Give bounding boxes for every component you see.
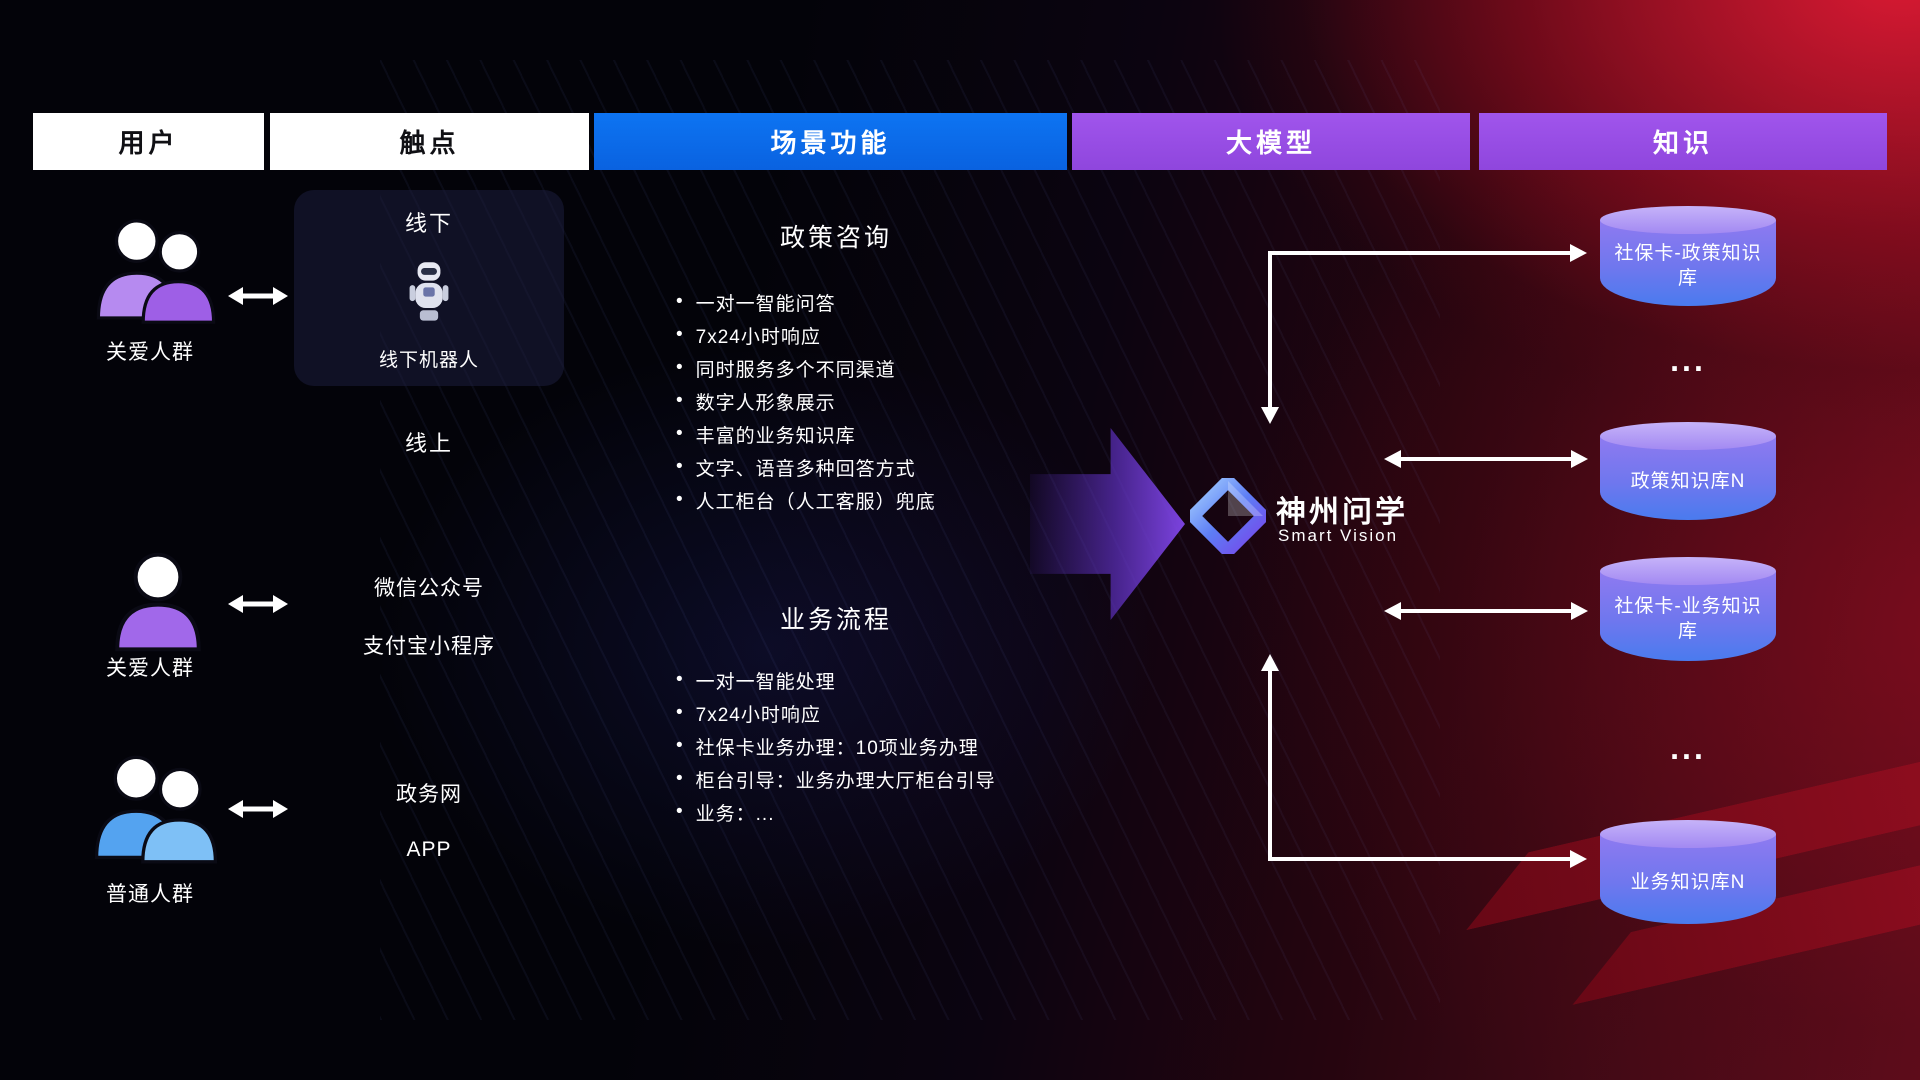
logo-gem-icon (1190, 478, 1266, 554)
bullet-item: 人工柜台（人工客服）兜底 (676, 488, 936, 513)
ellipsis-label: ... (1670, 342, 1706, 378)
user-group-label: 关爱人群 (106, 657, 194, 680)
connector-line (1268, 253, 1272, 410)
kb-label: 政策知识库N (1600, 436, 1776, 520)
connector-line (1268, 251, 1570, 255)
bullet-item: 7x24小时响应 (676, 323, 936, 348)
arrowhead-left (1384, 450, 1401, 468)
arrowhead-right (1571, 450, 1588, 468)
bullet-item: 丰富的业务知识库 (676, 422, 936, 447)
arrowhead-down (1261, 407, 1279, 424)
touchpoint-item: 微信公众号 (374, 577, 484, 600)
cylinder-top (1600, 422, 1776, 450)
business-bullet-list: 一对一智能处理 7x24小时响应 社保卡业务办理：10项业务办理 柜台引导：业务… (676, 668, 996, 825)
scenario-title-business: 业务流程 (779, 606, 892, 634)
cylinder-top (1600, 820, 1776, 848)
two-way-arrow-icon (228, 287, 288, 305)
ellipsis-label: ... (1670, 730, 1706, 766)
touchpoint-item: 政务网 (396, 783, 462, 806)
policy-bullet-list: 一对一智能问答 7x24小时响应 同时服务多个不同渠道 数字人形象展示 丰富的业… (676, 290, 936, 513)
robot-icon (409, 261, 449, 321)
connector-line (1268, 671, 1272, 859)
kb-label: 社保卡-业务知识库 (1600, 571, 1776, 661)
kb-cylinder: 业务知识库N (1600, 820, 1776, 924)
scenario-title-policy: 政策咨询 (779, 224, 892, 252)
bullet-item: 文字、语音多种回答方式 (676, 455, 936, 480)
connector-line (1401, 609, 1571, 613)
two-way-arrow-icon (228, 800, 288, 818)
care-person-icon (115, 552, 201, 652)
online-title: 线上 (404, 431, 453, 456)
connector-line (1268, 857, 1570, 861)
cylinder-top (1600, 557, 1776, 585)
column-header-touchpoints: 触点 (270, 113, 589, 170)
offline-title: 线下 (404, 211, 453, 236)
column-header-scenarios: 场景功能 (594, 113, 1067, 170)
arrowhead-up (1261, 654, 1279, 671)
model-subtitle: Smart Vision (1278, 526, 1399, 545)
offline-touchpoint-card: 线下 线下机器人 (294, 190, 564, 386)
connector-line (1401, 457, 1571, 461)
general-group-icon (94, 755, 218, 864)
flow-arrow (1030, 428, 1185, 620)
kb-label: 社保卡-政策知识库 (1600, 220, 1776, 306)
column-header-knowledge: 知识 (1479, 113, 1887, 170)
arrowhead-right (1570, 244, 1587, 262)
kb-cylinder: 政策知识库N (1600, 422, 1776, 520)
kb-label: 业务知识库N (1600, 834, 1776, 924)
two-way-arrow-icon (228, 595, 288, 613)
care-group-icon (96, 219, 216, 324)
arrowhead-right (1571, 602, 1588, 620)
touchpoint-item: APP (406, 838, 452, 861)
bullet-item: 7x24小时响应 (676, 701, 996, 726)
model-name: 神州问学 (1276, 496, 1408, 529)
user-group-label: 关爱人群 (106, 341, 194, 364)
kb-cylinder: 社保卡-业务知识库 (1600, 557, 1776, 661)
bullet-item: 一对一智能问答 (676, 290, 936, 315)
bullet-item: 数字人形象展示 (676, 389, 936, 414)
bullet-item: 社保卡业务办理：10项业务办理 (676, 734, 996, 759)
arrowhead-right (1570, 850, 1587, 868)
column-header-model: 大模型 (1072, 113, 1470, 170)
bullet-item: 柜台引导：业务办理大厅柜台引导 (676, 767, 996, 792)
arrowhead-left (1384, 602, 1401, 620)
column-header-users: 用户 (33, 113, 264, 170)
user-group-label: 普通人群 (106, 883, 194, 906)
bullet-item: 同时服务多个不同渠道 (676, 356, 936, 381)
bullet-item: 业务：... (676, 800, 996, 825)
cylinder-top (1600, 206, 1776, 234)
kb-cylinder: 社保卡-政策知识库 (1600, 206, 1776, 306)
bullet-item: 一对一智能处理 (676, 668, 996, 693)
offline-robot-label: 线下机器人 (378, 350, 479, 371)
touchpoint-item: 支付宝小程序 (363, 635, 495, 658)
